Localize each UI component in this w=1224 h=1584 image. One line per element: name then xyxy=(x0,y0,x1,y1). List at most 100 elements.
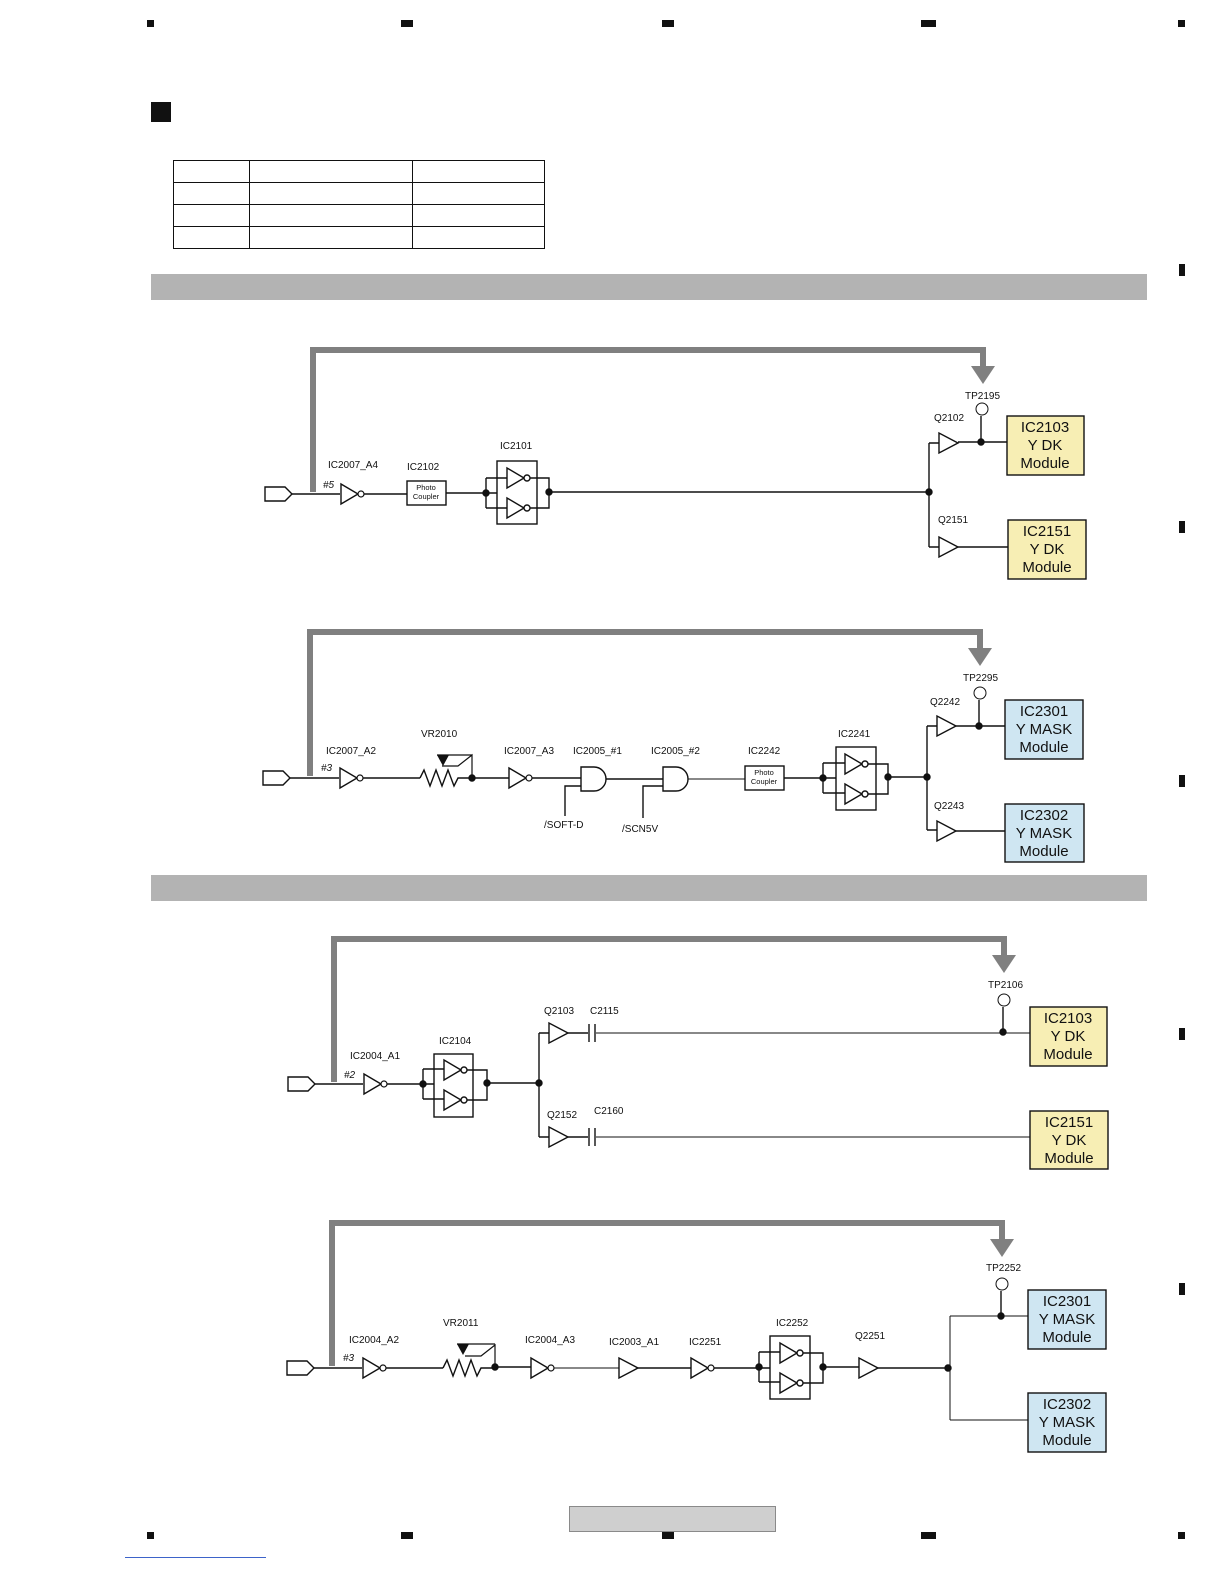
test-point-label: TP2106 xyxy=(988,980,1023,991)
registration-mark xyxy=(1178,1532,1185,1539)
registration-mark xyxy=(921,20,936,27)
registration-mark xyxy=(147,20,154,27)
diagram-1-modules: IC2103 Y DK Module IC2151 Y DK Module xyxy=(1006,415,1087,580)
section-band-top xyxy=(151,274,1147,300)
module-type: Y DK xyxy=(1052,1132,1087,1149)
registration-mark xyxy=(1179,1028,1185,1040)
table-row xyxy=(173,182,545,205)
module-word: Module xyxy=(1042,1329,1091,1346)
registration-mark xyxy=(147,1532,154,1539)
section-heading-square xyxy=(151,102,171,122)
module-word: Module xyxy=(1044,1150,1093,1167)
signal-label: /SOFT-D xyxy=(544,820,583,831)
transistor-label: Q2152 xyxy=(547,1110,577,1121)
module-box xyxy=(1007,519,1087,580)
module-box xyxy=(1027,1289,1107,1350)
registration-mark xyxy=(1179,521,1185,533)
ic-label: IC2003_A1 xyxy=(609,1337,659,1348)
ic-label: IC2004_A2 xyxy=(349,1335,399,1346)
buffer-label: IC2101 xyxy=(500,441,533,452)
input-pin-label: #5 xyxy=(323,480,335,491)
module-name: IC2302 xyxy=(1020,807,1068,824)
footer-link-underline[interactable] xyxy=(125,1557,266,1558)
coupler-text: Photo xyxy=(416,483,436,492)
module-type: Y MASK xyxy=(1039,1311,1095,1328)
registration-mark xyxy=(401,1532,413,1539)
module-name: IC2151 xyxy=(1023,523,1071,540)
capacitor-label: C2160 xyxy=(594,1106,624,1117)
registration-mark xyxy=(1178,20,1185,27)
spec-table xyxy=(173,160,545,249)
gate-label: IC2005_#1 xyxy=(573,746,622,757)
module-name: IC2302 xyxy=(1043,1396,1091,1413)
module-type: Y DK xyxy=(1051,1028,1086,1045)
module-type: Y MASK xyxy=(1016,721,1072,738)
coupler-text: Coupler xyxy=(751,777,778,786)
module-type: Y DK xyxy=(1030,541,1065,558)
transistor-label: Q2251 xyxy=(855,1331,885,1342)
ic-label: IC2004_A1 xyxy=(350,1051,400,1062)
coupler-text: Coupler xyxy=(413,492,440,501)
module-box xyxy=(1029,1006,1108,1067)
module-type: Y DK xyxy=(1028,437,1063,454)
gate-label: IC2005_#2 xyxy=(651,746,700,757)
transistor-label: Q2243 xyxy=(934,801,964,812)
resistor-label: VR2011 xyxy=(443,1318,479,1329)
diagram-3-modules: IC2103 Y DK Module IC2151 Y DK Module xyxy=(1029,1006,1109,1170)
capacitor-label: C2115 xyxy=(590,1006,619,1017)
table-row xyxy=(173,204,545,227)
signal-label: /SCN5V xyxy=(622,824,658,835)
diagram-4-labels: IC2004_A2 #3 VR2011 IC2004_A3 IC2003_A1 … xyxy=(343,1263,1021,1364)
section-band-middle xyxy=(151,875,1147,901)
diagram-3 xyxy=(287,936,1030,1148)
page-footer-box xyxy=(569,1506,776,1532)
test-point-label: TP2295 xyxy=(963,673,998,684)
module-type: Y MASK xyxy=(1016,825,1072,842)
module-type: Y MASK xyxy=(1039,1414,1095,1431)
module-word: Module xyxy=(1022,559,1071,576)
ic-label: IC2007_A3 xyxy=(504,746,554,757)
module-box xyxy=(1027,1392,1107,1453)
module-box xyxy=(1006,415,1085,476)
ic-label: IC2251 xyxy=(689,1337,722,1348)
input-pin-label: #3 xyxy=(343,1353,355,1364)
buffer-label: IC2104 xyxy=(439,1036,472,1047)
module-name: IC2301 xyxy=(1043,1293,1091,1310)
test-point-label: TP2252 xyxy=(986,1263,1021,1274)
module-word: Module xyxy=(1019,843,1068,860)
diagram-4-modules: IC2301 Y MASK Module IC2302 Y MASK Modul… xyxy=(1027,1289,1107,1453)
module-name: IC2103 xyxy=(1044,1010,1092,1027)
buffer-label: IC2241 xyxy=(838,729,871,740)
module-name: IC2301 xyxy=(1020,703,1068,720)
module-name: IC2151 xyxy=(1045,1114,1093,1131)
resistor-label: VR2010 xyxy=(421,729,458,740)
module-box xyxy=(1004,803,1085,863)
diagram-4 xyxy=(286,1220,1028,1421)
ic-label: IC2004_A3 xyxy=(525,1335,575,1346)
coupler-text: Photo xyxy=(754,768,774,777)
input-pin-label: #2 xyxy=(344,1070,356,1081)
ic-label: IC2007_A2 xyxy=(326,746,376,757)
module-word: Module xyxy=(1043,1046,1092,1063)
coupler-label: IC2102 xyxy=(407,462,440,473)
module-box xyxy=(1029,1110,1109,1170)
module-word: Module xyxy=(1019,739,1068,756)
diagram-2-labels: IC2007_A2 #3 VR2010 IC2007_A3 IC2005_#1 … xyxy=(321,673,998,835)
diagram-2-modules: IC2301 Y MASK Module IC2302 Y MASK Modul… xyxy=(1004,699,1085,863)
module-word: Module xyxy=(1042,1432,1091,1449)
transistor-label: Q2102 xyxy=(934,413,964,424)
registration-mark xyxy=(921,1532,936,1539)
diagram-1 xyxy=(264,347,1008,558)
registration-mark xyxy=(1179,775,1185,787)
buffer-label: IC2252 xyxy=(776,1318,809,1329)
coupler-label: IC2242 xyxy=(748,746,781,757)
registration-mark xyxy=(662,1532,674,1539)
registration-mark xyxy=(1179,264,1185,276)
test-point-label: TP2195 xyxy=(965,391,1000,402)
module-word: Module xyxy=(1020,455,1069,472)
transistor-label: Q2151 xyxy=(938,515,968,526)
table-row xyxy=(173,226,545,249)
registration-mark xyxy=(662,20,674,27)
registration-mark xyxy=(401,20,413,27)
